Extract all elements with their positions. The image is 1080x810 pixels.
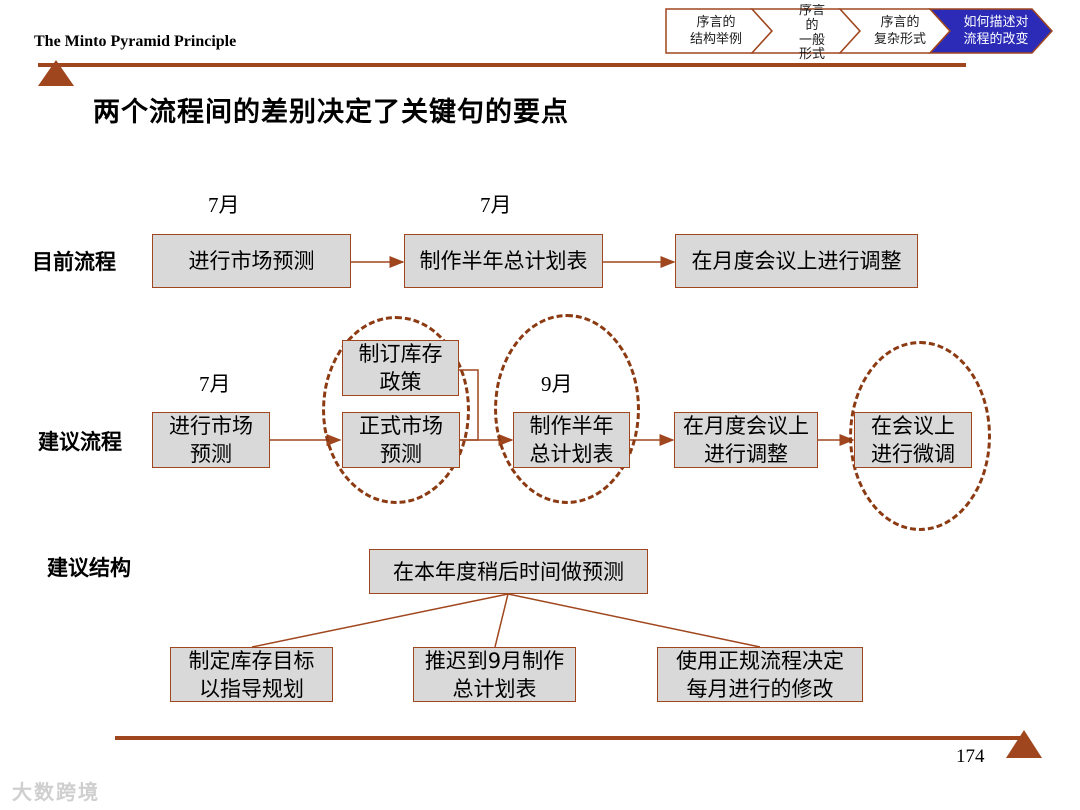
structure-root: 在本年度稍后时间做预测 [369,549,648,594]
structure-child-inventory: 制定库存目标 以指导规划 [170,647,333,702]
highlight-circle-1 [322,316,470,504]
proposed-step-forecast: 进行市场 预测 [152,412,270,468]
nav-step-2-line2: 的 [805,17,818,33]
proposed-month-1: 7月 [199,372,231,396]
nav-step-2-line4: 形式 [799,47,825,60]
nav-step-1-line1: 序言的 [696,14,735,30]
footer-rule [115,736,1027,740]
nav-step-3[interactable]: 序言的 复杂形式 [838,8,952,54]
nav-step-2-line3: 一般 [799,32,825,48]
highlight-circle-2 [494,314,640,504]
nav-step-1-line2: 结构举例 [690,32,742,47]
footer-triangle-icon [1006,730,1042,758]
proposed-structure-label: 建议结构 [47,556,131,580]
header-triangle-icon [38,60,74,86]
nav-step-3-line2: 复杂形式 [874,32,926,47]
structure-child-postpone: 推迟到9月制作 总计划表 [413,647,576,702]
current-month-2: 7月 [480,193,512,217]
proposed-step-fine-tune: 在会议上 进行微调 [854,412,972,468]
section-nav: 序言的 结构举例 序言 的 一般 形式 序言的 复杂形式 如何描述对 流程的改变 [665,4,1054,60]
proposed-step-plan: 制作半年 总计划表 [513,412,630,468]
tree-line-left [251,593,509,648]
page-number: 174 [956,746,985,767]
nav-step-3-line1: 序言的 [880,14,919,30]
nav-step-4-line1: 如何描述对 [963,14,1028,30]
book-title: The Minto Pyramid Principle [34,33,237,50]
highlight-circle-3 [849,341,991,531]
proposed-step-monthly-adjust: 在月度会议上 进行调整 [674,412,818,468]
nav-step-4-active[interactable]: 如何描述对 流程的改变 [928,8,1054,54]
current-month-1: 7月 [208,193,240,217]
current-step-adjust: 在月度会议上进行调整 [675,234,918,288]
nav-step-2-line1: 序言 [799,4,825,18]
nav-step-2[interactable]: 序言 的 一般 形式 [750,4,862,60]
current-process-label: 目前流程 [32,250,116,274]
structure-child-formal-process: 使用正规流程决定 每月进行的修改 [657,647,863,702]
tree-line-middle [494,593,509,648]
header-rule [38,63,966,67]
tree-line-right [507,593,761,648]
proposed-step-inventory-policy: 制订库存 政策 [342,340,459,396]
nav-step-4-line2: 流程的改变 [963,31,1028,47]
current-step-plan: 制作半年总计划表 [404,234,603,288]
page-headline: 两个流程间的差别决定了关键句的要点 [93,97,569,128]
nav-step-1[interactable]: 序言的 结构举例 [665,8,774,54]
watermark: 大数跨境 [12,780,100,804]
proposed-process-label: 建议流程 [38,430,122,454]
current-step-forecast: 进行市场预测 [152,234,351,288]
proposed-step-formal-forecast: 正式市场 预测 [342,412,460,468]
